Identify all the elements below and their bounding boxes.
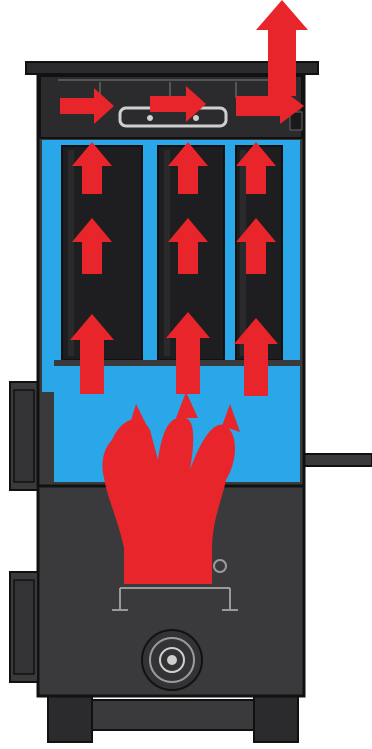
ash-pit-door	[10, 572, 38, 682]
outlet-pipe	[300, 454, 372, 466]
base-feet	[48, 690, 298, 742]
side-loading-door	[10, 382, 38, 490]
air-intake-damper	[142, 630, 202, 690]
